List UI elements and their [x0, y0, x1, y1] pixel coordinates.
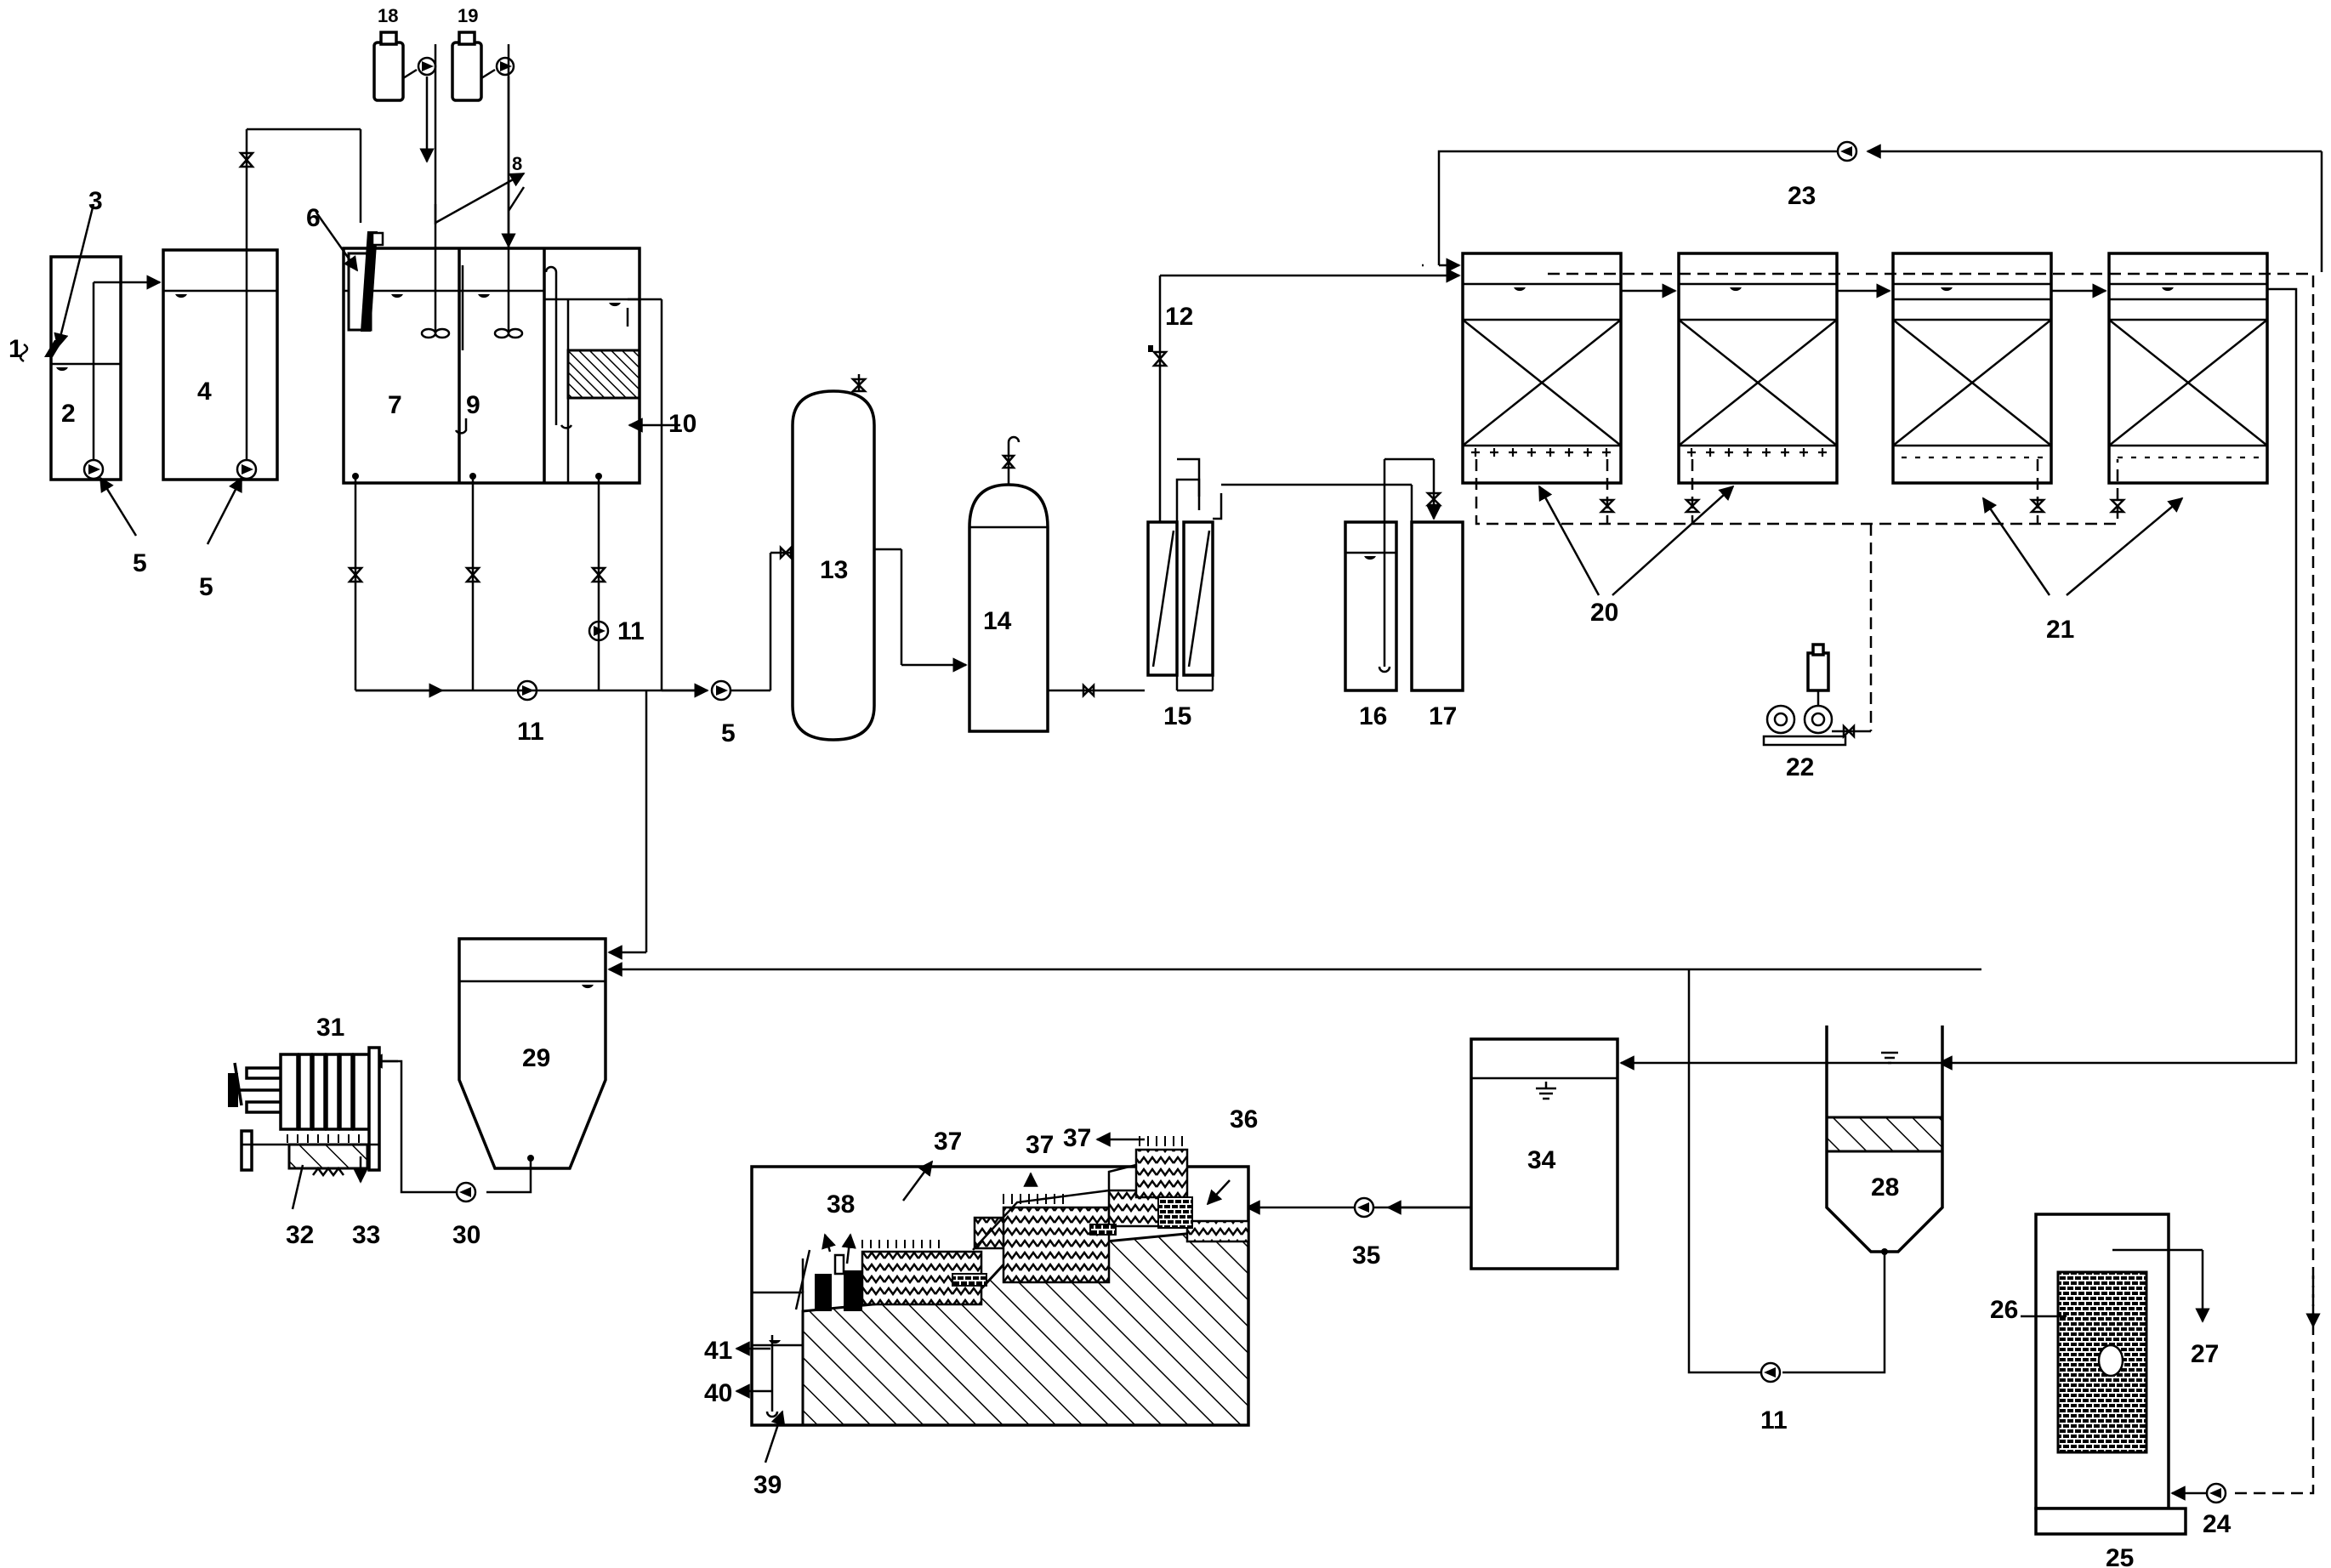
label-8: 8	[512, 153, 522, 174]
label-18: 18	[378, 5, 398, 26]
label-37b: 37	[1026, 1131, 1054, 1159]
label-22: 22	[1786, 753, 1814, 781]
settler-28	[1619, 969, 1944, 1383]
label-33: 33	[352, 1221, 380, 1249]
label-34: 34	[1527, 1146, 1556, 1174]
blower-22	[1762, 643, 1847, 747]
label-37c: 37	[1063, 1124, 1091, 1152]
label-5b: 5	[199, 573, 213, 601]
label-25: 25	[2106, 1544, 2134, 1568]
label-1: 1	[9, 335, 23, 363]
biofilters	[1437, 140, 2323, 1495]
label-29: 29	[522, 1044, 550, 1072]
label-11a: 11	[617, 617, 645, 645]
wetland-36	[735, 1132, 1250, 1463]
label-19: 19	[458, 5, 478, 26]
label-11c: 11	[1760, 1406, 1788, 1434]
filters-15	[1146, 264, 1446, 692]
label-39: 39	[753, 1471, 782, 1499]
label-41: 41	[704, 1337, 732, 1365]
label-3: 3	[88, 187, 103, 215]
dosing-bottles	[372, 31, 516, 248]
label-9: 9	[466, 391, 480, 419]
reactor-7-9-10	[315, 44, 709, 960]
label-40: 40	[704, 1379, 732, 1407]
label-6: 6	[306, 204, 321, 232]
label-2: 2	[61, 400, 76, 428]
label-36: 36	[1230, 1105, 1258, 1133]
label-12: 12	[1165, 303, 1193, 331]
label-26: 26	[1990, 1296, 2018, 1324]
label-37a: 37	[934, 1128, 962, 1156]
sludge-tank-29	[367, 937, 1981, 1203]
label-7: 7	[388, 391, 402, 419]
label-24: 24	[2203, 1510, 2232, 1538]
label-28: 28	[1871, 1173, 1899, 1202]
tank-4	[162, 128, 362, 545]
label-23: 23	[1788, 182, 1816, 210]
column-13	[710, 374, 968, 741]
label-11b: 11	[517, 718, 544, 746]
tank-34	[1245, 1037, 1619, 1270]
label-10: 10	[668, 410, 696, 438]
label-5a: 5	[133, 549, 147, 577]
label-32: 32	[286, 1221, 314, 1249]
tank-2	[44, 203, 162, 537]
label-17: 17	[1429, 702, 1457, 730]
label-13: 13	[820, 556, 848, 584]
label-31: 31	[316, 1014, 344, 1042]
label-20: 20	[1590, 599, 1618, 627]
label-4: 4	[197, 378, 212, 406]
column-14	[968, 435, 1145, 733]
label-35: 35	[1352, 1241, 1380, 1270]
label-21: 21	[2046, 616, 2074, 644]
label-38: 38	[827, 1190, 855, 1219]
tanks-16-17	[1344, 457, 1464, 692]
filter-press-31	[228, 1046, 398, 1184]
label-5c: 5	[721, 719, 736, 747]
label-30: 30	[452, 1221, 480, 1249]
label-14: 14	[983, 607, 1012, 635]
label-16: 16	[1359, 702, 1387, 730]
label-15: 15	[1163, 702, 1191, 730]
label-27: 27	[2191, 1340, 2219, 1368]
column-25	[2034, 1213, 2321, 1536]
